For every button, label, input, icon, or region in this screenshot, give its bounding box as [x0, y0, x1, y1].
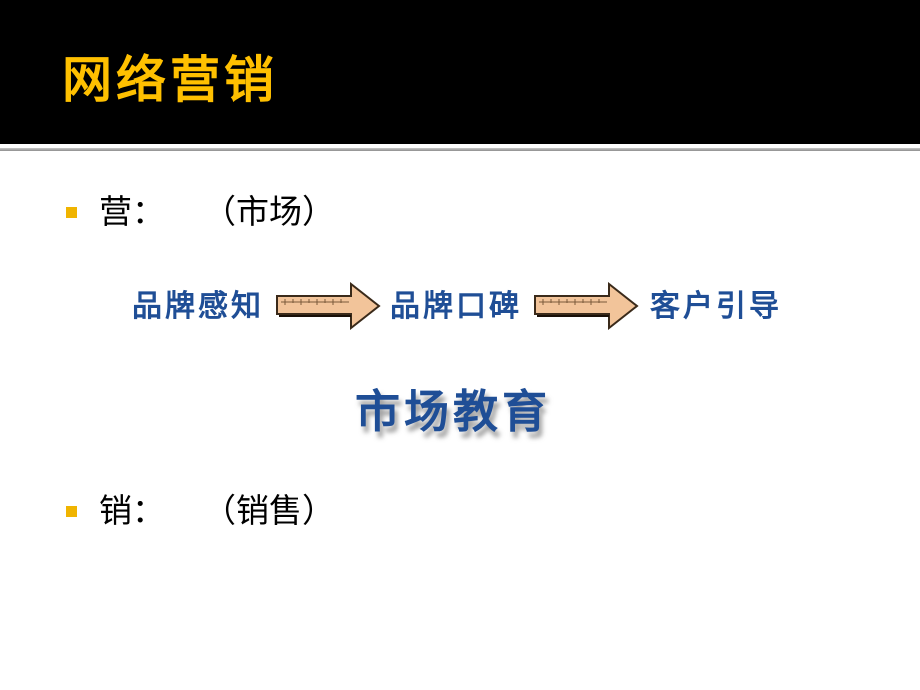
bullet-text: 营： （市场）	[99, 192, 335, 232]
slide-title: 网络营销	[62, 51, 278, 109]
bullet-text: 销： （销售）	[99, 491, 335, 531]
flow-step-customer-guidance: 客户引导	[650, 289, 782, 324]
slide-header: 网络营销	[0, 0, 920, 144]
bullet-label: 营：	[99, 192, 165, 231]
flow-step-brand-awareness: 品牌感知	[132, 289, 264, 324]
square-bullet-icon	[66, 505, 77, 517]
ruler-arrow-right-icon	[276, 282, 381, 330]
bullet-detail: （销售）	[203, 491, 335, 530]
bullet-item-market: 营： （市场）	[66, 192, 335, 232]
market-education-diagram: 品牌感知 品牌口碑 客户引导 市场教育	[115, 262, 805, 452]
bullet-item-sales: 销： （销售）	[66, 491, 335, 531]
square-bullet-icon	[66, 206, 77, 218]
bullet-detail: （市场）	[203, 192, 335, 231]
header-divider	[0, 148, 920, 151]
bullet-label: 销：	[99, 491, 165, 530]
diagram-caption: 市场教育	[355, 385, 552, 438]
flow-step-brand-reputation: 品牌口碑	[390, 289, 522, 324]
ruler-arrow-right-icon	[534, 282, 639, 330]
